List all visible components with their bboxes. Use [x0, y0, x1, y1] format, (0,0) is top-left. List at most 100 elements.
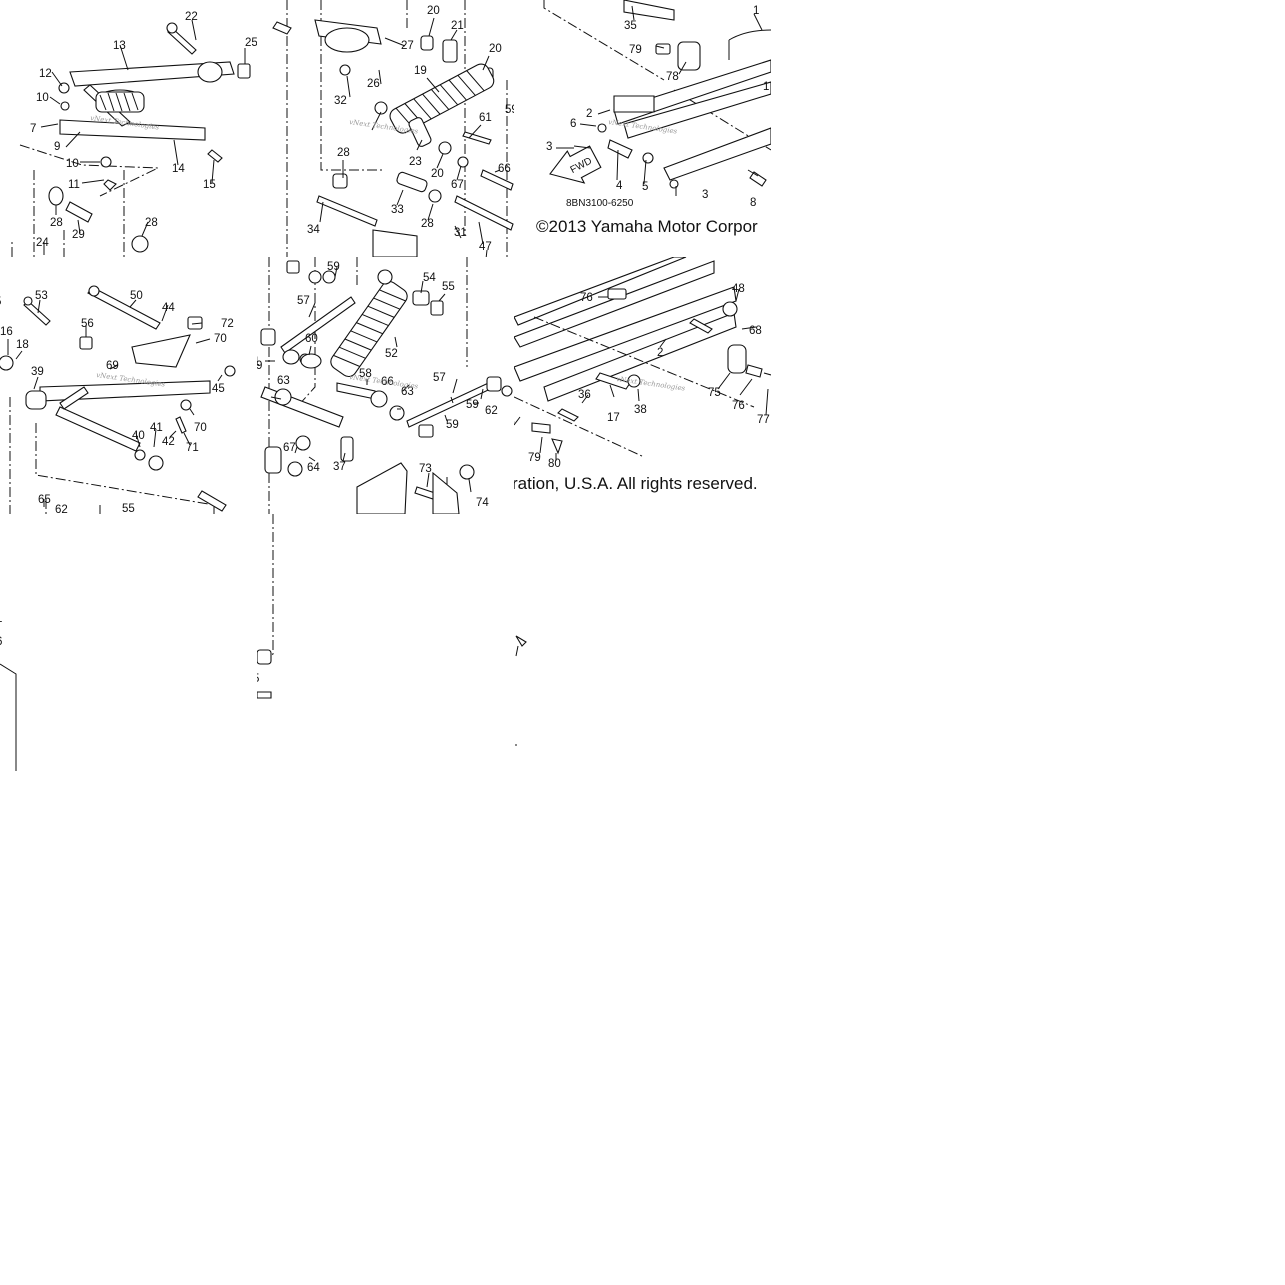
callout: 5: [0, 296, 1, 308]
diagram-tile-rail-front: FWD 35 1 1 79 78 2 6 3 4 5 3 8 8BN3100-6…: [514, 0, 771, 257]
callout: 14: [172, 163, 185, 175]
callout: 7: [30, 123, 36, 135]
callout: 20: [427, 5, 440, 17]
callout: 79: [528, 452, 541, 464]
callout: 77: [757, 414, 770, 426]
callout: 3: [702, 189, 708, 201]
callout: 51: [257, 356, 260, 368]
callout: 69: [106, 360, 119, 372]
callout: 5: [642, 181, 648, 193]
callout: 80: [548, 458, 561, 470]
callout: 70: [214, 333, 227, 345]
rail-rear-drawing: 48 76 68 2 75 36 17 38 76 77 65 79 80 ra…: [514, 257, 771, 493]
callout: 73: [419, 463, 432, 475]
callout: 16: [0, 326, 13, 338]
callout: 6: [570, 118, 576, 130]
diagram-tile-rear-shock: 59 54 55 57 51 60 9 52 63 58 66 63 46 57…: [257, 257, 514, 514]
callout: 1: [753, 5, 759, 17]
callout: 64: [307, 462, 320, 474]
callout: 17: [607, 412, 620, 424]
callout: 10: [36, 92, 49, 104]
copyright-line-1: ©2013 Yamaha Motor Corpor: [536, 217, 758, 236]
callout: 74: [476, 497, 489, 509]
rear-shock-drawing: 59 54 55 57 51 60 9 52 63 58 66 63 46 57…: [257, 257, 513, 514]
callout: 22: [185, 11, 198, 23]
callout: 3: [546, 141, 552, 153]
callout: 9: [54, 141, 60, 153]
callout: 18: [16, 339, 29, 351]
diagram-tile-rear-arm: 5 53 50 44 72 70 16 56 18 39 69 70 45 41…: [0, 257, 257, 514]
callout: 20: [489, 43, 502, 55]
callout: 76: [732, 400, 745, 412]
callout: 61: [479, 112, 492, 124]
callout: 21: [451, 20, 464, 32]
callout: 78: [666, 71, 679, 83]
callout: 11: [68, 179, 80, 191]
lower-right-drawing: [515, 635, 527, 746]
callout: 8: [750, 197, 756, 209]
callout: 41: [150, 422, 163, 434]
callout: 33: [391, 204, 404, 216]
callout: 4: [616, 180, 623, 192]
callout: 28: [50, 217, 63, 229]
callout: 63: [277, 375, 290, 387]
callout: 65: [38, 494, 51, 506]
diagram-tile-rail-rear: 48 76 68 2 75 36 17 38 76 77 65 79 80 ra…: [514, 257, 771, 514]
callout: 29: [72, 229, 85, 241]
callout: 13: [113, 40, 126, 52]
callout: 53: [35, 290, 48, 302]
callout: 15: [203, 179, 216, 191]
callout: 50: [130, 290, 143, 302]
callout: 48: [732, 283, 745, 295]
callout: 44: [162, 302, 175, 314]
callout: 1: [0, 613, 2, 625]
fwd-arrow: FWD: [549, 145, 602, 184]
callout: 1: [763, 81, 769, 93]
callout: 60: [305, 333, 318, 345]
callout: 66: [381, 376, 394, 388]
callout: 52: [385, 348, 398, 360]
callout: 25: [245, 37, 257, 49]
callout: 56: [81, 318, 94, 330]
callout: 58: [359, 368, 372, 380]
callout: 10: [66, 158, 79, 170]
callout: 47: [479, 241, 492, 253]
diagram-tile-lower-middle: 5: [257, 514, 514, 771]
callout: 67: [283, 442, 296, 454]
callout: 55: [442, 281, 455, 293]
callout: 59: [446, 419, 459, 431]
callout: 34: [307, 224, 320, 236]
callout: 59: [466, 399, 479, 411]
callout: 55: [122, 503, 135, 514]
callout: 19: [414, 65, 427, 77]
callout: 63: [401, 386, 414, 398]
diagram-tile-lower-right: [514, 514, 771, 771]
diagram-tile-front-arm: 22 13 25 12 10 7 9 10 11 14 15 30 28 29 …: [0, 0, 257, 257]
callout: 71: [186, 442, 199, 454]
callout: 75: [708, 387, 721, 399]
lower-left-drawing: 1 6: [0, 613, 17, 771]
callout: 65: [514, 416, 515, 428]
callout: 38: [634, 404, 647, 416]
callout: 68: [749, 325, 762, 337]
callout: 70: [194, 422, 207, 434]
callout: 27: [401, 40, 414, 52]
callout: 57: [433, 372, 446, 384]
callout: 57: [297, 295, 310, 307]
callout: 37: [333, 461, 346, 473]
callout: 72: [221, 318, 234, 330]
callout: 35: [624, 20, 637, 32]
callout: 59: [505, 104, 514, 116]
rail-front-drawing: FWD 35 1 1 79 78 2 6 3 4 5 3 8 8BN3100-6…: [536, 0, 771, 236]
copyright-line-2: ration, U.S.A. All rights reserved.: [514, 474, 758, 493]
front-shock-drawing: 20 21 20 27 19 26 32 59 28 61 23 20 67 6…: [272, 0, 514, 257]
callout: 6: [0, 636, 2, 648]
callout: 42: [162, 436, 175, 448]
callout: 62: [55, 504, 68, 514]
callout: 5: [257, 673, 259, 685]
part-code: 8BN3100-6250: [566, 198, 634, 209]
callout: 67: [451, 179, 464, 191]
rear-arm-drawing: 5 53 50 44 72 70 16 56 18 39 69 70 45 41…: [0, 285, 236, 514]
callout: 54: [423, 272, 436, 284]
